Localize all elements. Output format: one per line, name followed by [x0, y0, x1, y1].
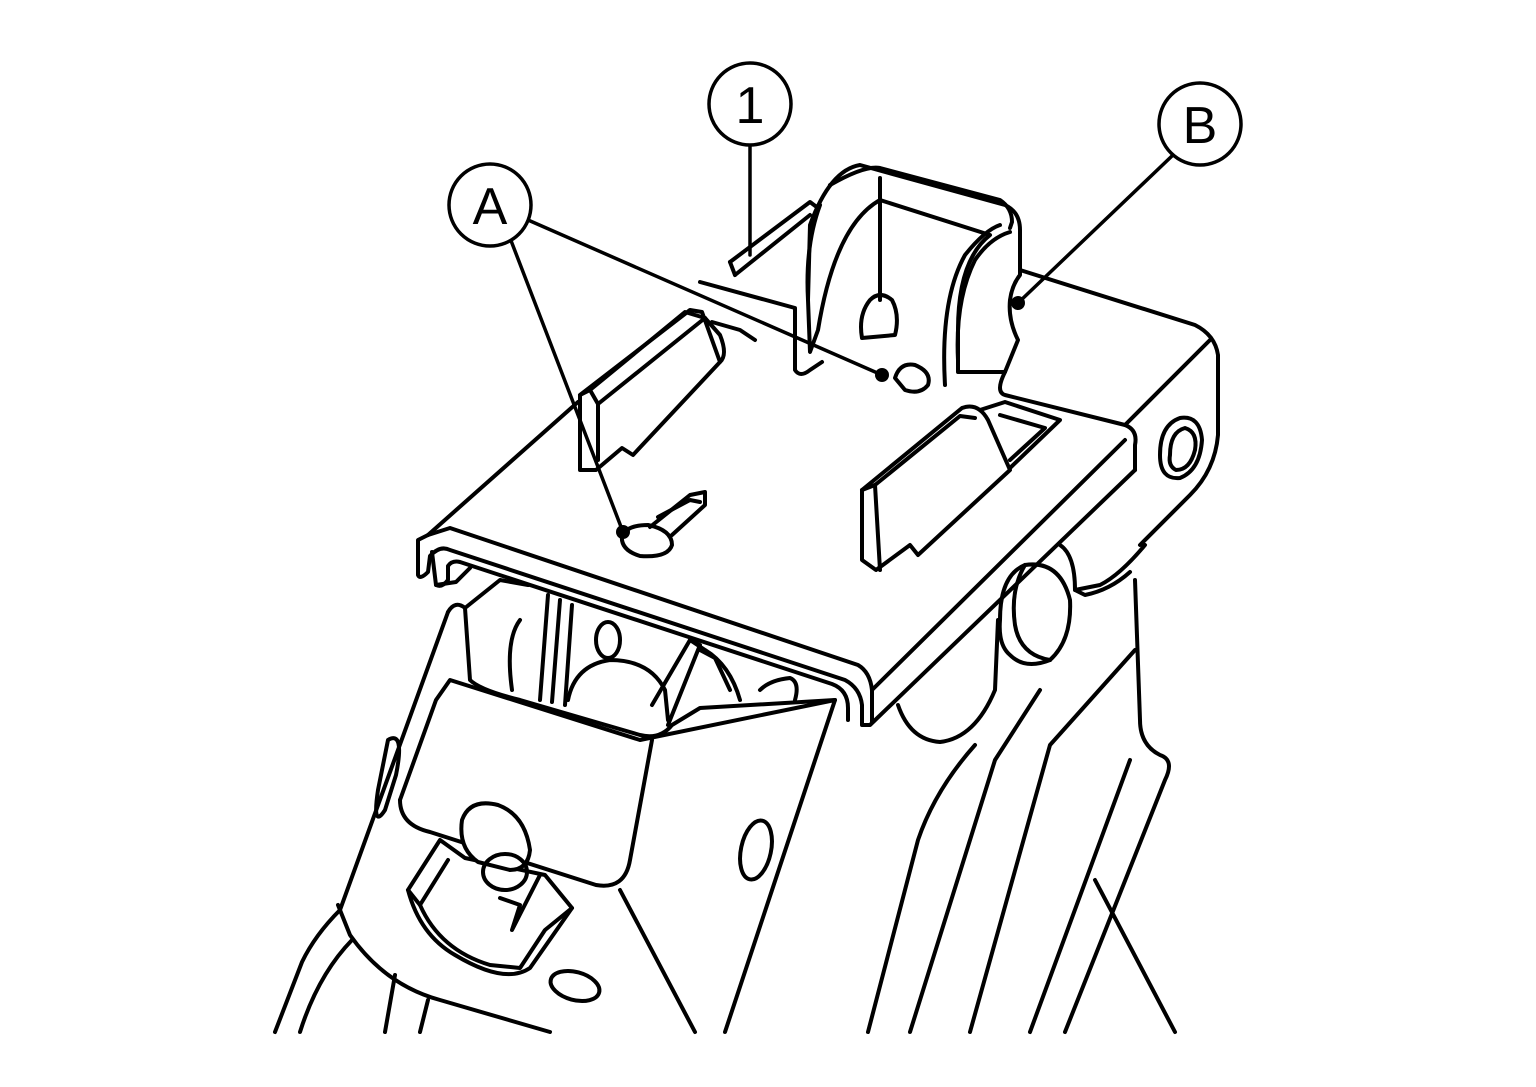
leader-dots — [616, 296, 1025, 539]
callout-a-label: A — [473, 178, 508, 236]
bracket-clip — [805, 163, 1022, 387]
callout-b: B — [1157, 81, 1243, 167]
plate-holes — [619, 362, 931, 559]
dot-b — [1011, 296, 1025, 310]
left-rail — [578, 200, 824, 472]
right-rail — [860, 400, 1062, 572]
inner-cavity — [446, 578, 837, 739]
callout-a: A — [447, 162, 533, 248]
dot-a-right — [875, 368, 889, 382]
leader-a-left — [508, 236, 625, 534]
callout-b-label: B — [1183, 97, 1218, 155]
lower-housing — [273, 543, 1177, 1034]
dot-a-left — [616, 525, 630, 539]
callout-1-label: 1 — [736, 77, 765, 135]
leader-lines — [508, 143, 1175, 534]
top-plate — [416, 268, 1220, 727]
callout-1: 1 — [707, 61, 793, 147]
leader-a-right — [526, 218, 884, 377]
leader-b — [1016, 153, 1175, 305]
